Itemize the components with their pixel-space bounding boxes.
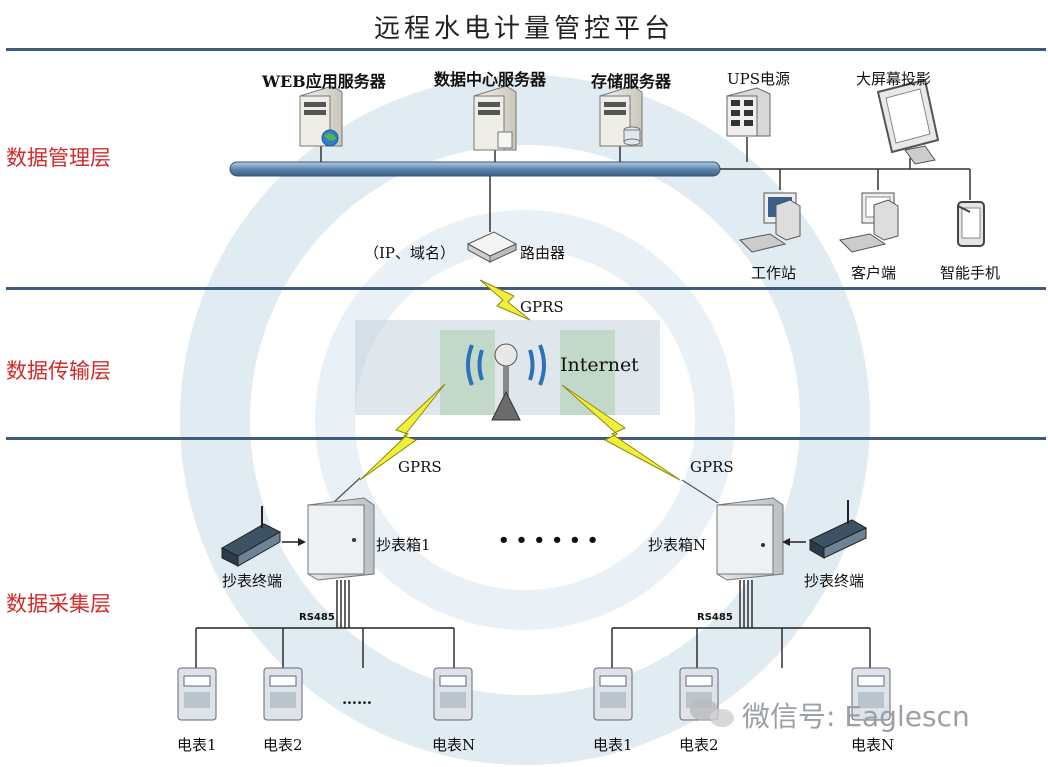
projector-label: 大屏幕投影 — [856, 70, 932, 88]
gprs-label-top: GPRS — [520, 298, 564, 316]
separator-line — [6, 287, 1046, 290]
internet-label: Internet — [560, 354, 639, 376]
meter-icon — [263, 667, 303, 721]
reading-terminal-left-label: 抄表终端 — [222, 572, 283, 590]
client-pc-icon — [838, 192, 899, 253]
meter-label: 电表2 — [263, 736, 303, 754]
gprs-label-left: GPRS — [398, 458, 442, 476]
meter-box-1-icon — [307, 497, 375, 581]
rs485-bus-right — [611, 580, 871, 668]
network-bus — [229, 137, 971, 232]
meter-label: 电表N — [432, 736, 476, 754]
workstation-icon — [738, 192, 801, 253]
reading-terminal-right-label: 抄表终端 — [804, 572, 865, 590]
storage-server-icon — [599, 85, 643, 147]
smartphone-icon — [957, 201, 985, 247]
ups-power-icon — [726, 87, 771, 137]
meter-box-1-label: 抄表箱1 — [376, 536, 431, 554]
diagram-title: 远程水电计量管控平台 — [373, 14, 674, 44]
big-screen-projector-icon — [876, 78, 940, 165]
meter-ellipsis: …… — [342, 690, 372, 708]
layer-label-transmission: 数据传输层 — [6, 359, 111, 383]
smartphone-label: 智能手机 — [940, 264, 1001, 282]
wechat-icon — [690, 699, 734, 727]
meter-icon — [593, 667, 633, 721]
layer-label-collection: 数据采集层 — [6, 592, 111, 616]
meter-box-n-icon — [716, 497, 784, 581]
separator-line — [6, 437, 1046, 440]
meter-label: 电表N — [851, 736, 895, 754]
web-server-icon — [299, 85, 343, 147]
boxes-ellipsis: • • • • • • — [498, 530, 599, 551]
rs485-label-left: RS485 — [299, 612, 335, 623]
meter-box-n-label: 抄表箱N — [648, 536, 707, 554]
separator-line — [6, 48, 1046, 51]
storage-server-label: 存储服务器 — [591, 72, 672, 91]
router-label: 路由器 — [520, 244, 566, 262]
rs485-bus-left — [195, 580, 455, 668]
meter-label: 电表1 — [177, 736, 217, 754]
internet-antenna-icon — [466, 343, 546, 421]
web-server-label: WEB应用服务器 — [262, 72, 386, 91]
reading-terminal-right-icon — [808, 500, 868, 559]
data-center-server-icon — [473, 85, 517, 151]
gprs-lightning-top — [479, 279, 531, 321]
wechat-watermark-text: 微信号: Eaglescn — [742, 700, 970, 733]
router-icon — [466, 231, 518, 263]
data-center-server-label: 数据中心服务器 — [434, 70, 547, 89]
meter-icon — [433, 667, 473, 721]
meter-label: 电表1 — [593, 736, 633, 754]
meter-label: 电表2 — [679, 736, 719, 754]
workstation-label: 工作站 — [751, 264, 797, 282]
layer-label-management: 数据管理层 — [6, 146, 111, 170]
gprs-lightning-left — [359, 383, 446, 481]
rs485-label-right: RS485 — [697, 612, 733, 623]
meter-icon — [851, 667, 891, 721]
reading-terminal-left-icon — [220, 506, 282, 567]
client-label: 客户端 — [851, 264, 897, 282]
ups-label: UPS电源 — [727, 70, 791, 88]
gprs-label-right: GPRS — [690, 458, 734, 476]
gprs-lightning-right — [561, 384, 681, 481]
meter-icon — [177, 667, 217, 721]
router-note: （IP、域名） — [364, 244, 456, 262]
